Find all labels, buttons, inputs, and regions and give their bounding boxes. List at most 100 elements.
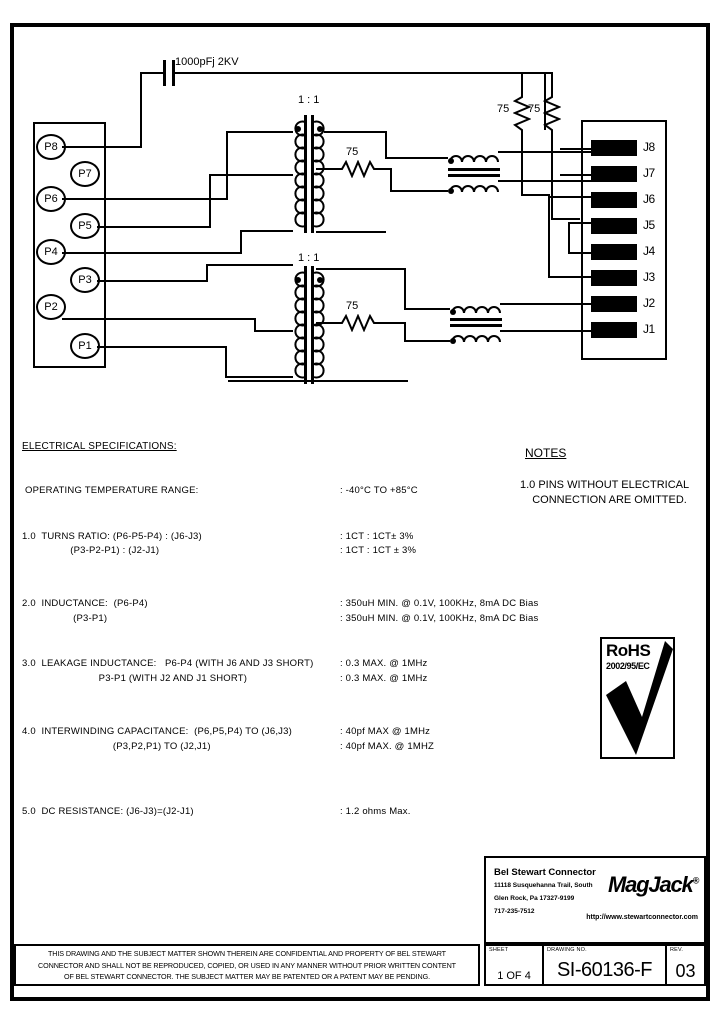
notes-heading: NOTES <box>525 446 567 460</box>
wire-term-1-down <box>521 136 523 196</box>
contact-pad-j7 <box>591 166 637 182</box>
notes-items: 1.0 PINS WITHOUT ELECTRICAL CONNECTION A… <box>520 479 690 506</box>
contact-pad-j4 <box>591 244 637 260</box>
wire-left-down-to-p8 <box>140 72 142 148</box>
transformer-bottom-secondary-coil <box>313 271 325 379</box>
wire-p5-to-xfmr-mid <box>97 226 211 228</box>
drawing-no-caption: DRAWING NO. <box>547 947 587 953</box>
company-address-line-1: 11118 Susquehanna Trail, South <box>494 882 593 889</box>
bus-bracket-j3 <box>548 276 591 278</box>
wire-bot-sec-mid-rail <box>404 322 406 342</box>
drawing-no-value: SI-60136-F <box>556 959 653 981</box>
choke-top-core-bar-2 <box>448 174 500 177</box>
wire-to-choke-top-a <box>385 157 448 159</box>
pin-p2: P2 <box>36 294 66 320</box>
resistor-bottom-symbol <box>336 314 384 332</box>
left-connector-housing <box>33 122 106 368</box>
resistor-top-symbol <box>336 160 384 178</box>
wire-p6-riser <box>226 131 228 200</box>
wire-p5-riser <box>209 174 211 228</box>
transformer-top-secondary-coil <box>313 120 325 228</box>
spec-row-value-0: : -40°C TO +85°C <box>340 485 418 496</box>
wire-to-choke-bot-a <box>404 308 450 310</box>
rohs-title: RoHS <box>606 641 651 660</box>
resistor-term-2-label: 75 <box>528 103 541 115</box>
spec-row-value-8: : 40pf MAX. @ 1MHZ <box>340 741 435 752</box>
bus-bracket-j6 <box>548 196 591 198</box>
spec-row-label-9: 5.0 DC RESISTANCE: (J6-J3)=(J2-J1) <box>22 806 194 817</box>
wire-term-top-rail <box>520 72 552 74</box>
pin-label-j2: J2 <box>643 296 655 310</box>
rohs-directive: 2002/95/EC <box>606 661 650 671</box>
wire-term-1-up <box>521 72 523 93</box>
contact-pad-j3 <box>591 270 637 286</box>
choke-bottom-winding-upper <box>450 306 501 315</box>
confidentiality-notice: THIS DRAWING AND THE SUBJECT MATTER SHOW… <box>14 944 480 986</box>
pin-label-j3: J3 <box>643 270 655 284</box>
revision-value: 03 <box>675 961 696 981</box>
title-block: Bel Stewart Connector 11118 Susquehanna … <box>484 856 706 944</box>
rohs-badge: RoHS 2002/95/EC <box>600 637 675 759</box>
wire-p3-riser <box>206 264 208 282</box>
choke-top-winding-upper <box>448 155 499 164</box>
spec-row-label-7: 4.0 INTERWINDING CAPACITANCE: (P6,P5,P4)… <box>22 726 292 737</box>
pin-p1: P1 <box>70 333 100 359</box>
contact-pad-j5 <box>591 218 637 234</box>
drawing-number-block: SHEET 1 OF 4 DRAWING NO. SI-60136-F REV.… <box>484 944 706 986</box>
bus-inner-vertical <box>568 222 570 254</box>
transformer-bottom-primary-coil <box>294 271 306 379</box>
wire-p8-to-riser <box>62 146 142 148</box>
spec-row-value-7: : 40pf MAX @ 1MHz <box>340 726 431 737</box>
resistor-top-label: 75 <box>346 146 359 158</box>
revision-cell: REV. 03 <box>667 946 704 984</box>
wire-term-2-up <box>551 72 553 93</box>
spec-row-value-3: : 350uH MIN. @ 0.1V, 100KHz, 8mA DC Bias <box>340 598 539 609</box>
wire-sec-mid-right <box>382 168 392 170</box>
contact-pad-j2 <box>591 296 637 312</box>
spec-row-label-1: 1.0 TURNS RATIO: (P6-P5-P4) : (J6-J3) <box>22 531 202 542</box>
capacitor-plate-right <box>172 60 175 86</box>
wire-to-choke-bot-b <box>404 340 450 342</box>
wire-p1-riser <box>225 346 227 378</box>
transformer-bottom-dot-secondary <box>317 277 323 283</box>
company-phone: 717-235-7512 <box>494 908 535 915</box>
confidentiality-line-1: THIS DRAWING AND THE SUBJECT MATTER SHOW… <box>48 949 446 958</box>
spec-row-value-6: : 0.3 MAX. @ 1MHz <box>340 673 428 684</box>
wire-p4-to-xfmr-bot <box>62 252 242 254</box>
transformer-top-dot-primary <box>295 126 301 132</box>
transformer-bottom-core-left <box>304 266 307 384</box>
drawing-border <box>10 23 710 1001</box>
pin-label-j6: J6 <box>643 192 655 206</box>
choke-bottom-core-bar-1 <box>450 318 502 321</box>
spec-row-label-0: OPERATING TEMPERATURE RANGE: <box>25 485 199 496</box>
pin-p3: P3 <box>70 267 100 293</box>
wire-j7-feed <box>560 174 591 176</box>
choke-bottom-core-bar-2 <box>450 324 502 327</box>
wire-top-sec-upper-rail <box>385 131 387 158</box>
wire-p3-into-primary <box>206 264 293 266</box>
spec-row-value-2: : 1CT : 1CT ± 3% <box>340 545 417 556</box>
wire-p1-into-primary <box>225 376 293 378</box>
spec-row-value-5: : 0.3 MAX. @ 1MHz <box>340 658 428 669</box>
confidentiality-line-3: OF BEL STEWART CONNECTOR. THE SUBJECT MA… <box>63 972 431 981</box>
spec-row-label-4: (P3-P1) <box>22 613 108 624</box>
capacitor-value-label: 1000pFj 2KV <box>175 56 239 68</box>
wire-p6-into-primary <box>226 131 293 133</box>
company-website[interactable]: http://www.stewartconnector.com <box>586 914 698 921</box>
spec-row-label-5: 3.0 LEAKAGE INDUCTANCE: P6-P4 (WITH J6 A… <box>22 658 314 669</box>
bus-bracket-vertical <box>548 196 550 278</box>
contact-pad-j8 <box>591 140 637 156</box>
wire-j8-feed <box>560 148 591 150</box>
wire-choke-top-out-b <box>498 180 591 182</box>
wire-top-sec-upper <box>324 131 386 133</box>
spec-row-value-9: : 1.2 ohms Max. <box>340 806 411 817</box>
wire-term-2-down <box>551 136 553 220</box>
resistor-term-1-label: 75 <box>497 103 510 115</box>
spec-row-label-6: P3-P1 (WITH J2 AND J1 SHORT) <box>22 673 248 684</box>
sheet-cell: SHEET 1 OF 4 <box>486 946 544 984</box>
registered-trademark-icon: ® <box>692 875 700 886</box>
transformer-top-core-left <box>304 115 307 233</box>
wire-bot-sec-upper <box>316 268 406 270</box>
magjack-wordmark: MagJack <box>608 872 694 897</box>
wire-choke-bottom-out-b <box>500 330 591 332</box>
